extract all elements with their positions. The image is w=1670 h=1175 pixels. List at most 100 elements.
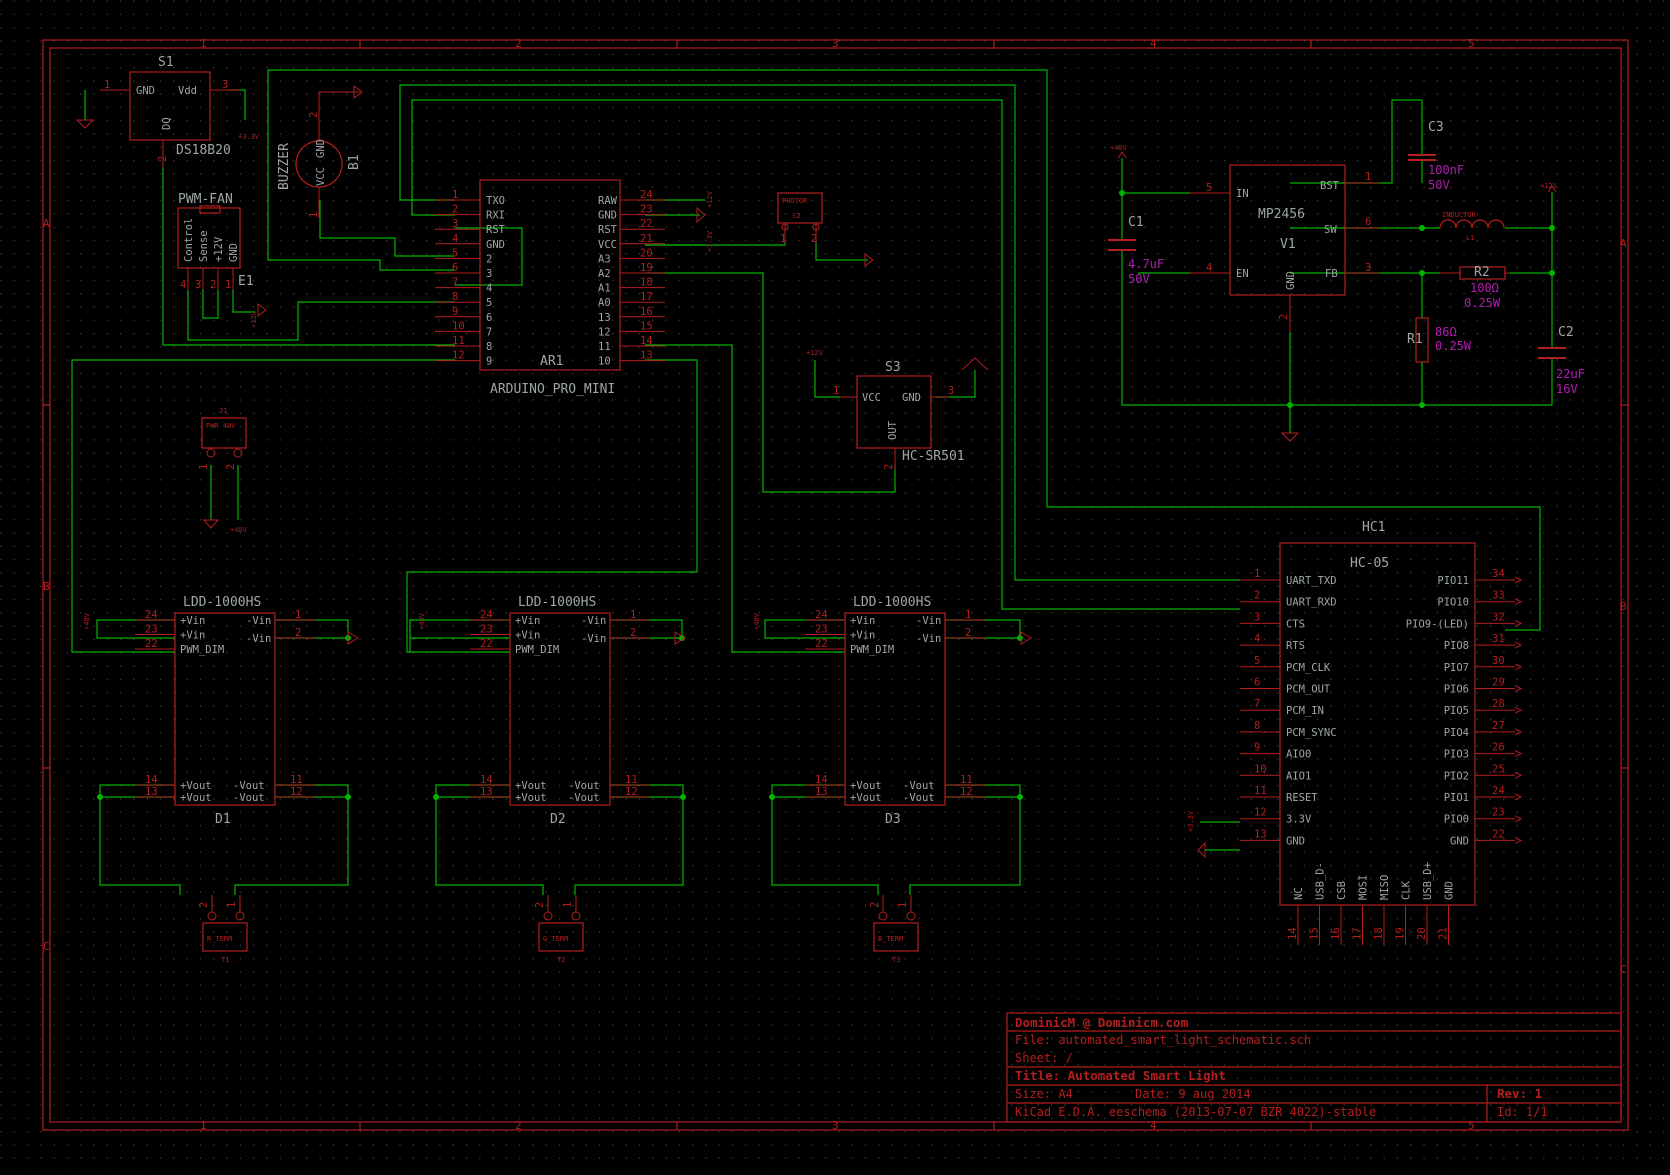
pin-num: 1 xyxy=(562,902,574,908)
pin-num: 9 xyxy=(452,306,458,318)
pin-label: PWM_DIM xyxy=(850,644,894,656)
title-block-size: Size: A4 xyxy=(1015,1087,1073,1101)
pin-label: PIO11 xyxy=(1437,575,1469,587)
pin-label: 6 xyxy=(486,312,492,324)
pin-label: BST xyxy=(1320,180,1340,192)
col-label: 4 xyxy=(1150,1119,1157,1132)
pin-num: 4 xyxy=(1254,633,1260,645)
pin-num: 1 xyxy=(780,233,786,245)
pin-num: 2 xyxy=(198,902,210,908)
pin-label: -Vin xyxy=(246,633,271,645)
pin-num: 8 xyxy=(1254,720,1260,732)
pin-num: 13 xyxy=(640,350,653,362)
pin-label: PCM_CLK xyxy=(1286,662,1331,674)
pin-label: VCC xyxy=(598,239,617,251)
pin-num: 28 xyxy=(1492,698,1505,710)
pin-label: Sense xyxy=(198,230,210,262)
pin-label: -Vin xyxy=(916,615,941,627)
pin-label: 2 xyxy=(486,253,492,265)
ref-label: C3 xyxy=(1428,120,1444,135)
pin-label: +12V xyxy=(213,236,225,262)
ref-label: B1 xyxy=(347,154,362,170)
pin-num: 12 xyxy=(625,786,638,798)
pin-num: 24 xyxy=(1492,785,1505,797)
value-label: INDUCTOR xyxy=(1442,211,1477,219)
title-block: DominicM @ Dominicm.com File: automated_… xyxy=(1006,1012,1622,1123)
pin-num: 13 xyxy=(1254,828,1267,840)
pin-num: 3 xyxy=(948,385,954,397)
ref-label: D1 xyxy=(215,812,231,827)
pin-num: 24 xyxy=(640,189,653,201)
pin-label: GND xyxy=(1444,881,1456,900)
pin-label: Vdd xyxy=(178,85,197,97)
title-block-tool: KiCad E.D.A. eeschema (2013-07-07 BZR 40… xyxy=(1015,1105,1376,1119)
pin-label: USB_D- xyxy=(1315,862,1327,900)
pin-label: IN xyxy=(1236,188,1249,200)
pin-num: 13 xyxy=(815,786,828,798)
pin-num: 1 xyxy=(452,189,458,201)
pin-num: 30 xyxy=(1492,655,1505,667)
pin-num: 1 xyxy=(833,385,839,397)
pin-label: DQ xyxy=(161,117,173,130)
power-label: +48V xyxy=(753,612,761,630)
pin-num: 2 xyxy=(630,627,636,639)
capacitor-c3: C3 100nF 50V xyxy=(1408,120,1464,192)
value-label: 86Ω xyxy=(1435,325,1457,339)
pin-label: GND xyxy=(486,239,505,251)
pin-label: PCM_SYNC xyxy=(1286,727,1337,739)
pin-label: +Vin xyxy=(850,615,875,627)
value-label: 4.7uF xyxy=(1128,257,1164,271)
pin-label: RESET xyxy=(1286,792,1318,804)
pin-num: 16 xyxy=(1330,927,1342,940)
value-label: MP2456 xyxy=(1258,207,1305,222)
ref-label: T2 xyxy=(557,956,565,964)
pin-num: 19 xyxy=(640,262,653,274)
row-label: B xyxy=(1620,600,1627,613)
ref-label: J1 xyxy=(219,407,227,415)
value-label: 22uF xyxy=(1556,367,1585,381)
pin-label: GND xyxy=(1286,835,1305,847)
ref-label: HC1 xyxy=(1362,520,1385,535)
value-label: ARDUINO_PRO_MINI xyxy=(490,382,615,397)
pin-label: AIO1 xyxy=(1286,770,1311,782)
value-label: 0.25W xyxy=(1435,339,1472,353)
pir-hc-sr501: S3 HC-SR501 VCC GND OUT 1 3 2 +12V xyxy=(806,349,989,470)
pin-num: 1 xyxy=(225,279,231,291)
value-label: PHOTOR xyxy=(782,197,808,205)
title-block-rev: Rev: 1 xyxy=(1497,1086,1542,1101)
pin-num: 2 xyxy=(965,627,971,639)
title-block-sheet: Sheet: / xyxy=(1015,1051,1073,1065)
pin-num: 5 xyxy=(1206,182,1212,194)
pin-label: CSB xyxy=(1336,881,1348,900)
pin-num: 5 xyxy=(452,247,458,259)
pin-label: PIO5 xyxy=(1444,705,1469,717)
power-label: +12V xyxy=(1540,182,1558,190)
pin-num: 24 xyxy=(480,609,493,621)
pin-num: 1 xyxy=(630,609,636,621)
pin-label: RXI xyxy=(486,210,505,222)
pin-label: A2 xyxy=(598,268,611,280)
pin-label: +Vin xyxy=(180,615,205,627)
pin-label: +Vout xyxy=(180,780,212,792)
power-label: +48V xyxy=(230,526,248,534)
ref-label: R2 xyxy=(1474,265,1490,280)
value-label: 50V xyxy=(1428,178,1450,192)
pin-num: 1 xyxy=(295,609,301,621)
power-label: +3.3V xyxy=(238,133,260,141)
value-label: 100nF xyxy=(1428,163,1464,177)
pin-label: GND xyxy=(1450,835,1469,847)
pin-num: 23 xyxy=(1492,807,1505,819)
pin-num: 8 xyxy=(452,291,458,303)
pin-label: PCM_IN xyxy=(1286,705,1324,717)
pin-label: NC xyxy=(1293,887,1305,900)
pin-label: UART_RXD xyxy=(1286,597,1337,609)
pin-label: GND xyxy=(315,139,327,158)
pin-label: 3.3V xyxy=(1286,814,1312,826)
pin-label: TXO xyxy=(486,195,505,207)
pin-label: GND xyxy=(598,210,617,222)
pin-label: 12 xyxy=(598,326,611,338)
pin-label: +Vin xyxy=(515,615,540,627)
